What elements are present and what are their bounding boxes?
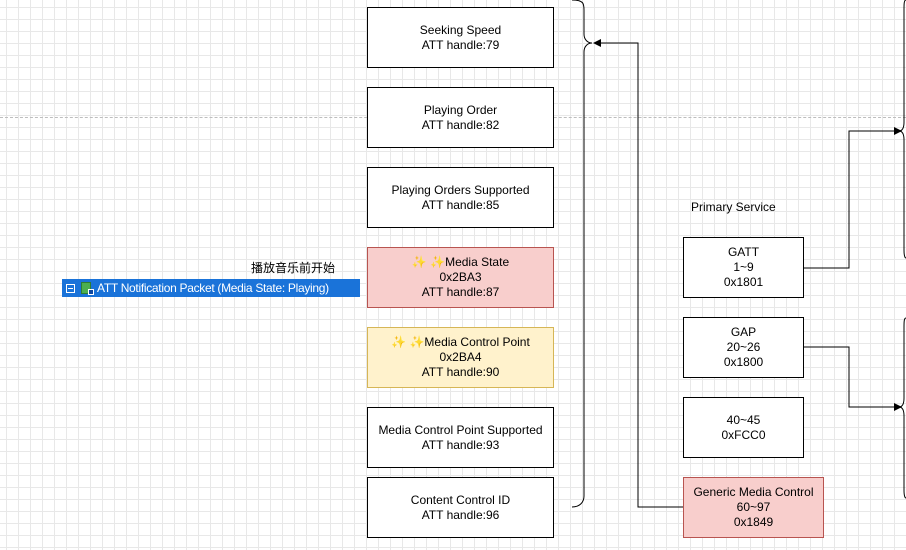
arrow-to-brace: [593, 39, 683, 508]
brace-left: [571, 0, 593, 508]
characteristic-media-state[interactable]: ✨ ✨Media State 0x2BA3 ATT handle:87: [367, 247, 554, 308]
box-line: ✨ ✨Media State: [411, 255, 510, 269]
box-line: Media Control Point Supported: [378, 422, 543, 437]
packet-row-label: ATT Notification Packet (Media State: Pl…: [97, 281, 329, 295]
box-line: Playing Order: [423, 102, 498, 117]
arrow-gap: [804, 346, 902, 411]
arrow-gatt: [804, 127, 902, 269]
brace-right-bottom: [898, 317, 906, 499]
box-line: Generic Media Control: [693, 485, 814, 499]
box-line: ATT handle:82: [421, 117, 500, 132]
box-line: ATT handle:79: [421, 37, 500, 52]
characteristic-media-control-point[interactable]: ✨ ✨Media Control Point 0x2BA4 ATT handle…: [367, 327, 554, 388]
box-line: ATT handle:93: [421, 437, 500, 452]
box-line: GAP: [730, 325, 757, 339]
box-line: Content Control ID: [410, 492, 511, 507]
box-line: ATT handle:85: [421, 197, 500, 212]
box-line: ATT handle:96: [421, 507, 500, 522]
box-line: 1~9: [733, 260, 754, 274]
primary-service-label: Primary Service: [691, 200, 776, 214]
characteristic-content-control-id[interactable]: Content Control ID ATT handle:96: [367, 477, 554, 538]
box-line: 60~97: [736, 500, 771, 514]
characteristic-playing-order[interactable]: Playing Order ATT handle:82: [367, 87, 554, 148]
note-before-playing: 播放音乐前开始: [251, 261, 336, 275]
characteristic-seeking-speed[interactable]: Seeking Speed ATT handle:79: [367, 7, 554, 68]
packet-icon: [81, 282, 94, 295]
box-line: 0x2BA4: [439, 350, 482, 364]
service-fcc0[interactable]: 40~45 0xFCC0: [683, 397, 804, 458]
box-line: 20~26: [726, 340, 761, 354]
box-line: ✨ ✨Media Control Point: [391, 335, 530, 349]
box-line: ATT handle:90: [421, 365, 500, 379]
collapse-icon[interactable]: [66, 283, 75, 293]
box-line: GATT: [727, 245, 760, 259]
box-line: 0x1801: [723, 275, 764, 289]
box-line: ATT handle:87: [421, 285, 500, 299]
att-notification-packet-row[interactable]: ATT Notification Packet (Media State: Pl…: [62, 279, 360, 297]
box-line: Playing Orders Supported: [391, 182, 530, 197]
service-generic-media-control[interactable]: Generic Media Control 60~97 0x1849: [683, 477, 824, 538]
box-line: 0x1849: [733, 515, 774, 529]
service-gap[interactable]: GAP 20~26 0x1800: [683, 317, 804, 378]
characteristic-playing-orders-supported[interactable]: Playing Orders Supported ATT handle:85: [367, 167, 554, 228]
brace-right-top: [898, 0, 906, 259]
service-gatt[interactable]: GATT 1~9 0x1801: [683, 237, 804, 298]
characteristic-media-control-point-supported[interactable]: Media Control Point Supported ATT handle…: [367, 407, 554, 468]
box-line: 0xFCC0: [721, 427, 766, 442]
box-line: Seeking Speed: [419, 22, 502, 37]
box-line: 0x2BA3: [439, 270, 482, 284]
box-line: 0x1800: [723, 355, 764, 369]
box-line: 40~45: [726, 412, 761, 427]
